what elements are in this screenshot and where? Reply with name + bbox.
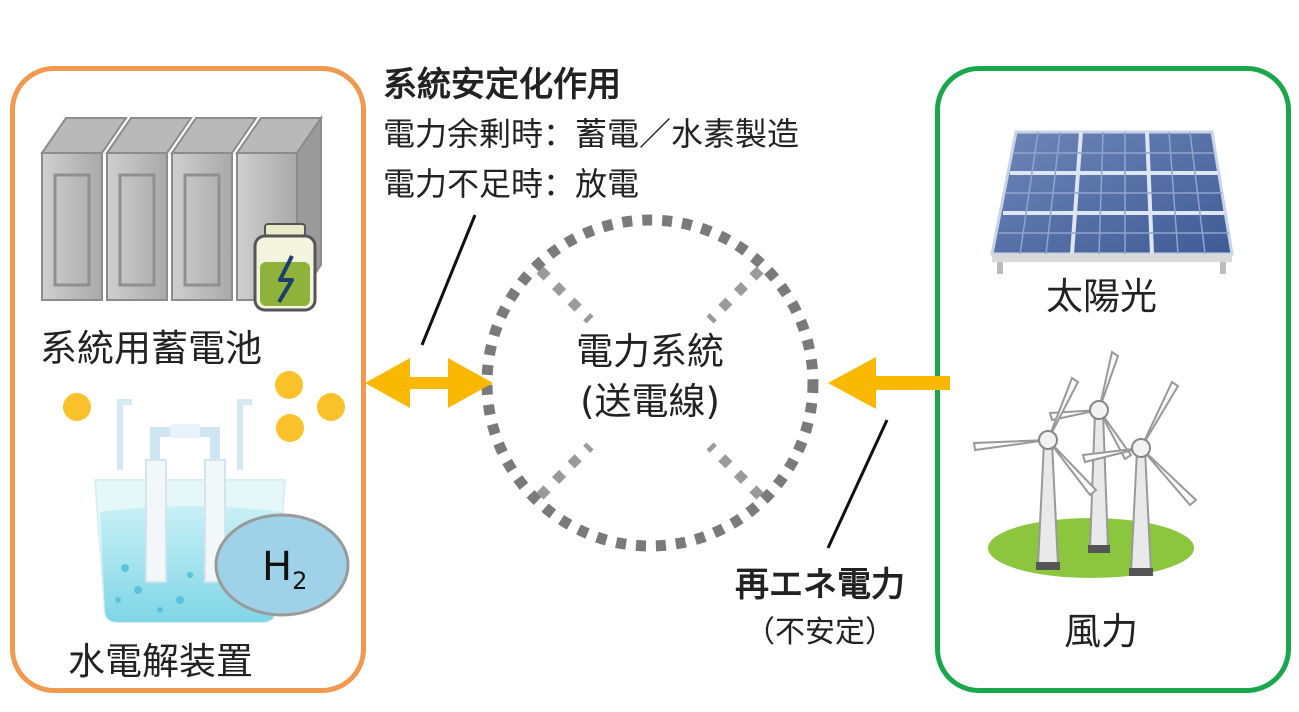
renewable-power-title: 再エネ電力 <box>735 565 905 605</box>
energy-particles <box>63 371 345 442</box>
renewable-power-subtitle: （不安定） <box>745 615 895 650</box>
power-grid-circle <box>481 214 819 552</box>
electrolyzer-icon <box>93 399 350 623</box>
stabilization-title: 系統安定化作用 <box>383 65 621 105</box>
solar-panel-icon <box>990 130 1234 274</box>
wind-turbines-icon <box>972 350 1198 578</box>
battery-cell-icon <box>253 223 317 312</box>
callout-line-renewable <box>826 419 889 549</box>
bidirectional-arrow <box>365 358 493 408</box>
stabilization-surplus-text: 電力余剰時：蓄電／水素製造 <box>383 115 800 153</box>
grid-sublabel: (送電線) <box>580 380 720 423</box>
battery-rack-icon <box>40 114 323 304</box>
electrolyzer-label: 水電解装置 <box>68 640 253 683</box>
h2-symbol: H2 <box>262 544 308 595</box>
battery-label: 系統用蓄電池 <box>40 327 262 370</box>
wind-label: 風力 <box>1064 610 1138 653</box>
solar-label: 太陽光 <box>1046 275 1157 318</box>
storage-group-box <box>10 66 366 693</box>
callout-line-stabilization <box>420 214 477 346</box>
inflow-arrow <box>828 357 950 409</box>
grid-label: 電力系統 <box>576 330 724 373</box>
stabilization-shortage-text: 電力不足時：放電 <box>383 165 640 203</box>
